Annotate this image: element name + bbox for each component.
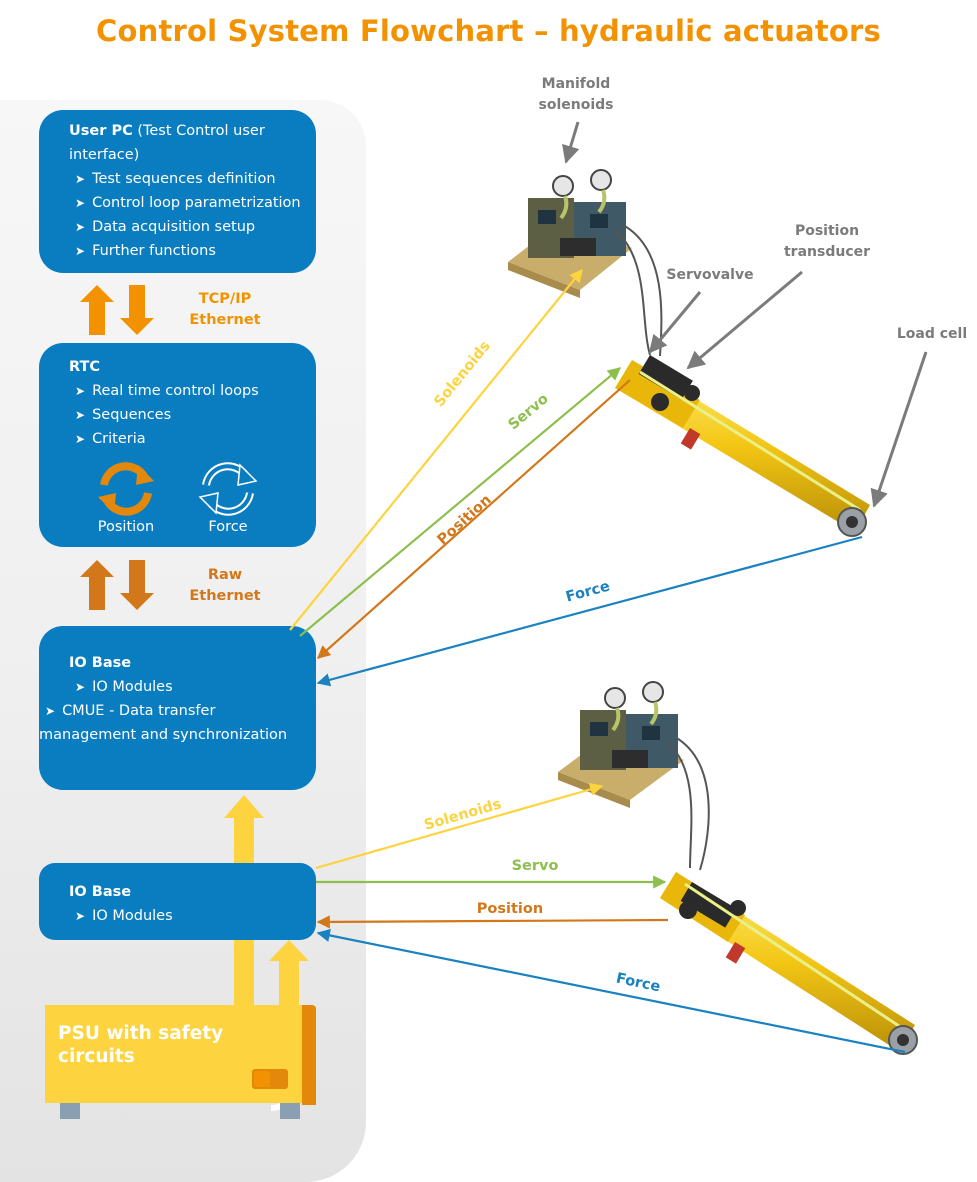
- psu-label: PSU with safety circuits: [58, 1023, 224, 1067]
- position-bottom-label: Position: [476, 901, 544, 917]
- user-pc-item: Control loop parametrization: [69, 191, 302, 215]
- user-pc-subtitle: (Test Control user interface): [69, 123, 265, 163]
- solenoids-top-line: [289, 268, 583, 631]
- tcp-ip-label: TCP/IP Ethernet: [189, 291, 261, 328]
- io-base-1-heading: IO Base: [69, 655, 132, 671]
- force-loop-label: Force: [208, 519, 248, 535]
- solenoids-bottom-line: [315, 782, 604, 870]
- psu-indicator-light: [254, 1071, 270, 1087]
- hydraulic-actuator-top-illustration: [615, 355, 870, 537]
- manifold-solenoids-top-illustration: [508, 169, 632, 298]
- user-pc-heading: User PC: [69, 123, 133, 139]
- rtc-item: Criteria: [69, 427, 302, 451]
- io-base-2-heading: IO Base: [69, 884, 132, 900]
- load-cell-callout-arrow: [870, 351, 928, 508]
- io-base-2-item: IO Modules: [69, 904, 302, 928]
- rtc-heading: RTC: [69, 359, 101, 375]
- io-base-1-item: IO Modules: [69, 675, 302, 699]
- servovalve-callout-arrow: [648, 291, 702, 354]
- io-base-2-box: IO Base IO Modules: [39, 863, 316, 940]
- load-cell-callout: Load cell: [896, 326, 968, 342]
- user-pc-item: Further functions: [69, 239, 302, 263]
- position-transducer-callout: Position transducer: [783, 223, 871, 260]
- psu-foot-right: [280, 1103, 300, 1119]
- manifold-solenoids-bottom-illustration: [558, 681, 684, 808]
- position-transducer-callout-arrow: [686, 270, 803, 370]
- io-base-1-item: CMUE - Data transfer management and sync…: [39, 699, 302, 747]
- rtc-item: Sequences: [69, 403, 302, 427]
- user-pc-item: Test sequences definition: [69, 167, 302, 191]
- manifold-callout-arrow: [562, 121, 580, 164]
- position-bottom-line: [316, 915, 669, 929]
- user-pc-item: Data acquisition setup: [69, 215, 302, 239]
- psu-foot-left: [60, 1103, 80, 1119]
- user-pc-heading-line: User PC (Test Control user interface): [69, 119, 302, 167]
- rtc-item: Real time control loops: [69, 379, 302, 403]
- manifold-solenoids-callout: Manifold solenoids: [538, 76, 614, 113]
- force-bottom-line: [316, 928, 906, 1054]
- raw-ethernet-label: Raw Ethernet: [189, 567, 261, 604]
- page-title: Control System Flowchart – hydraulic act…: [96, 14, 881, 48]
- io-base-1-box: IO Base IO Modules CMUE - Data transfer …: [39, 626, 316, 790]
- force-top-line: [316, 535, 863, 687]
- servo-top-line: [299, 367, 622, 637]
- psu-side-panel: [302, 1005, 316, 1105]
- user-pc-box: User PC (Test Control user interface) Te…: [39, 110, 316, 273]
- rtc-box: RTC Real time control loops Sequences Cr…: [39, 343, 316, 547]
- position-top-line: [317, 379, 631, 659]
- hydraulic-actuator-bottom-illustration: [660, 872, 918, 1055]
- servo-bottom-label: Servo: [511, 858, 559, 874]
- servovalve-callout: Servovalve: [666, 267, 754, 283]
- position-loop-label: Position: [97, 519, 155, 535]
